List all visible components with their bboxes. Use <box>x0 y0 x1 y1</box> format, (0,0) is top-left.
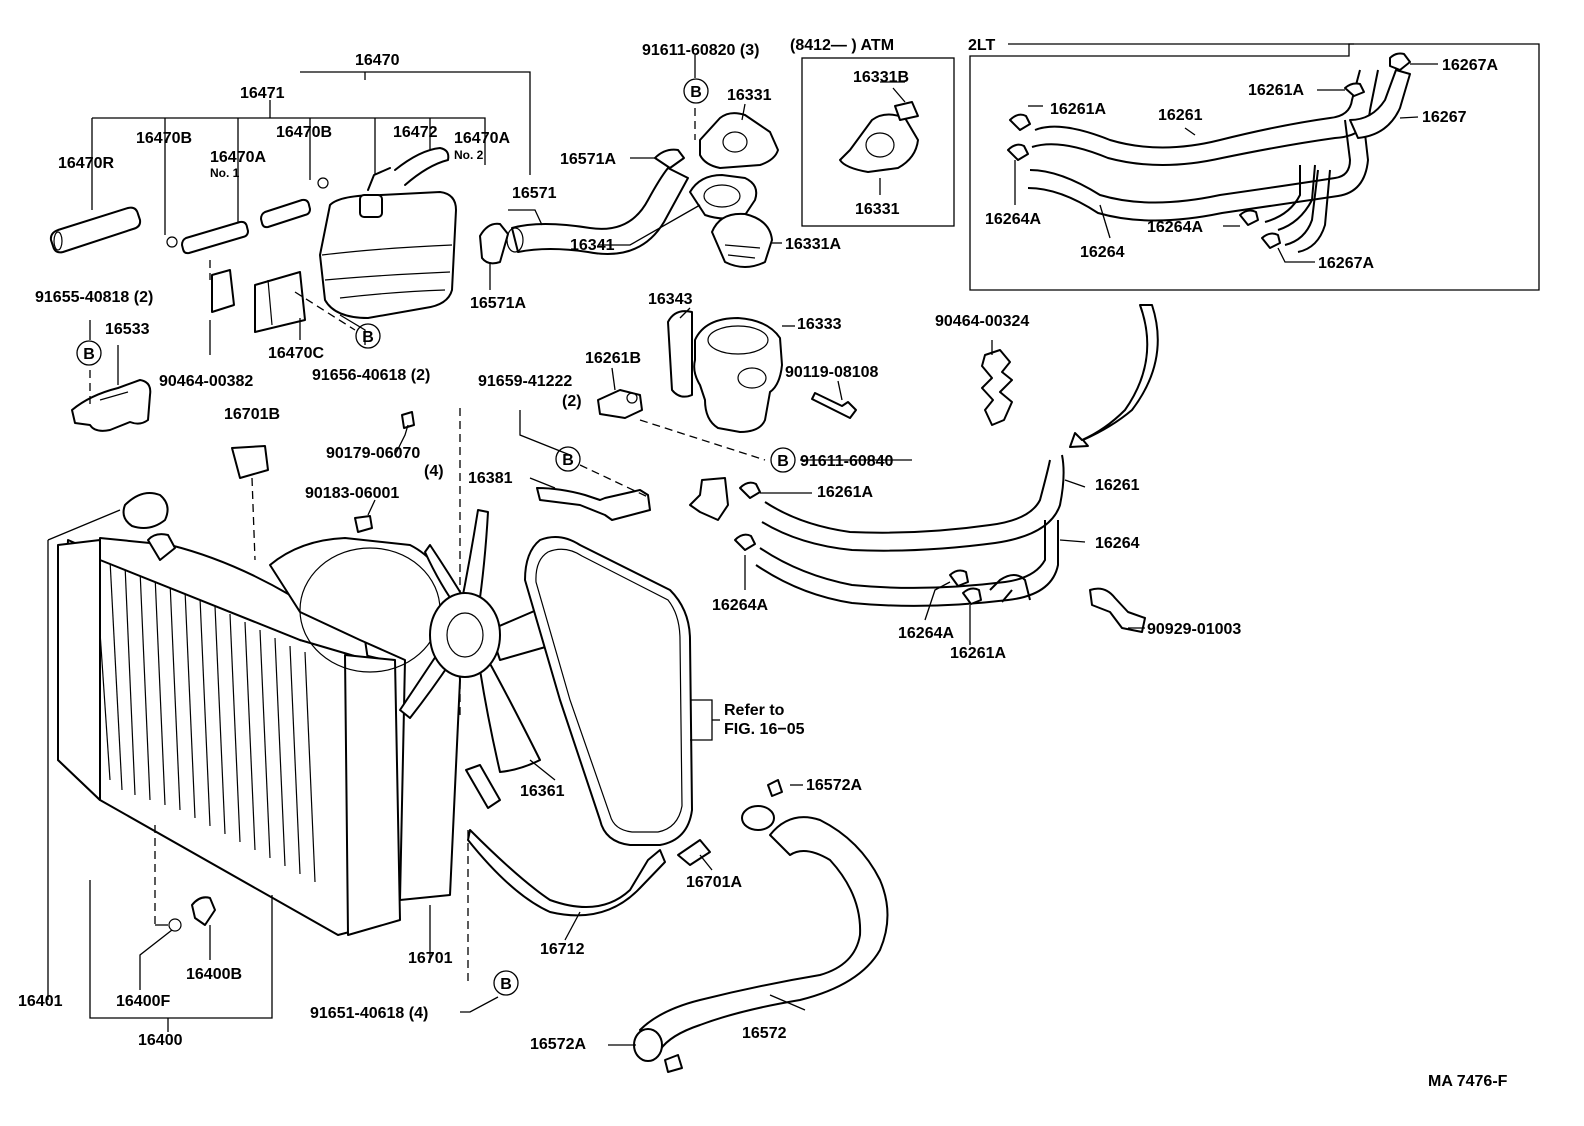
label-16571: 16571 <box>512 185 557 202</box>
label-16533: 16533 <box>105 321 150 338</box>
label-16470R: 16470R <box>58 155 114 172</box>
label-no2: No. 2 <box>454 148 484 162</box>
radiator-assembly <box>57 408 469 985</box>
label-16361: 16361 <box>520 783 565 800</box>
label-16400: 16400 <box>138 1032 183 1049</box>
heater-hoses-main <box>689 454 1146 633</box>
label-16571A-2: 16571A <box>470 295 526 312</box>
label-16331: 16331 <box>727 87 772 104</box>
direction-arrow <box>1069 304 1159 448</box>
label-16267: 16267 <box>1422 109 1467 126</box>
label-2lt: 2LT <box>968 37 995 54</box>
label-90929-01003: 90929-01003 <box>1147 621 1241 638</box>
label-qty-2: (2) <box>562 393 582 410</box>
label-16471: 16471 <box>240 85 285 102</box>
label-16261B: 16261B <box>585 350 641 367</box>
bracket-16533 <box>71 320 152 432</box>
label-16701B: 16701B <box>224 406 280 423</box>
label-91659-41222: 91659-41222 <box>478 373 572 390</box>
svg-text:B: B <box>500 976 512 993</box>
label-90179-06070: 90179-06070 <box>326 445 420 462</box>
label-refer-2: FIG. 16−05 <box>724 721 805 738</box>
label-16343: 16343 <box>648 291 693 308</box>
label-16261A-i1: 16261A <box>1248 82 1304 99</box>
callout-b-3: B <box>683 78 709 104</box>
label-16701A: 16701A <box>686 874 742 891</box>
label-16261A-m2: 16261A <box>950 645 1006 662</box>
leader-lines <box>47 63 1438 1046</box>
label-atm-header: (8412— ) ATM <box>790 37 894 54</box>
callout-b-1: B <box>76 340 102 366</box>
label-16470: 16470 <box>355 52 400 69</box>
svg-text:B: B <box>362 329 374 346</box>
label-16472: 16472 <box>393 124 438 141</box>
label-16264A-m1: 16264A <box>712 597 768 614</box>
label-16331A: 16331A <box>785 236 841 253</box>
label-16701: 16701 <box>408 950 453 967</box>
label-16261-inset: 16261 <box>1158 107 1203 124</box>
label-16267A-2: 16267A <box>1318 255 1374 272</box>
svg-text:B: B <box>690 84 702 101</box>
label-16470A-1: 16470A <box>210 149 266 166</box>
label-16381: 16381 <box>468 470 513 487</box>
label-no1: No. 1 <box>210 166 240 180</box>
label-16261A-m: 16261A <box>817 484 873 501</box>
label-90464-00324: 90464-00324 <box>935 313 1029 330</box>
label-16264A-i2: 16264A <box>1147 219 1203 236</box>
callout-b-6: B <box>493 970 519 996</box>
label-16341: 16341 <box>570 237 615 254</box>
label-91656-40618: 91656-40618 (2) <box>312 367 430 384</box>
label-16572: 16572 <box>742 1025 787 1042</box>
label-90119-08108: 90119-08108 <box>785 364 879 381</box>
svg-text:B: B <box>83 346 95 363</box>
label-16264-main: 16264 <box>1095 535 1140 552</box>
label-16712: 16712 <box>540 941 585 958</box>
label-16261A-i2: 16261A <box>1050 101 1106 118</box>
svg-text:B: B <box>562 452 574 469</box>
label-91611-60820: 91611-60820 (3) <box>642 42 759 59</box>
fan-assembly <box>399 509 720 917</box>
label-diagram-code: MA 7476-F <box>1428 1073 1508 1090</box>
label-91655-40818: 91655-40818 (2) <box>35 289 153 306</box>
thermostat-housing-parts <box>479 55 779 268</box>
label-refer-1: Refer to <box>724 702 785 719</box>
label-16264A-m2: 16264A <box>898 625 954 642</box>
label-16261-main: 16261 <box>1095 477 1140 494</box>
lower-radiator-hose <box>633 779 889 1073</box>
label-16331-inset: 16331 <box>855 201 900 218</box>
label-16400F: 16400F <box>116 993 170 1010</box>
callout-b-4: B <box>555 446 581 472</box>
label-16571A-1: 16571A <box>560 151 616 168</box>
atm-inset <box>801 57 955 227</box>
label-16331B: 16331B <box>853 69 909 86</box>
label-16400B: 16400B <box>186 966 242 983</box>
reservoir-bracket-lines <box>91 71 531 235</box>
label-16470B-1: 16470B <box>136 130 192 147</box>
label-16333: 16333 <box>797 316 842 333</box>
label-16401: 16401 <box>18 993 63 1010</box>
svg-text:B: B <box>777 453 789 470</box>
label-16470C: 16470C <box>268 345 324 362</box>
label-90464-00382: 90464-00382 <box>159 373 253 390</box>
label-16470B-2: 16470B <box>276 124 332 141</box>
callout-b-5: B <box>770 447 796 473</box>
water-pump-parts <box>536 310 1013 521</box>
label-16470A-2: 16470A <box>454 130 510 147</box>
label-90183-06001: 90183-06001 <box>305 485 399 502</box>
label-16267A-1: 16267A <box>1442 57 1498 74</box>
label-16572A-1: 16572A <box>806 777 862 794</box>
2lt-inset <box>969 43 1540 291</box>
label-qty-4: (4) <box>424 463 444 480</box>
label-91611-60840: 91611-60840 <box>800 453 894 470</box>
callout-b-2: B <box>355 323 381 349</box>
part-labels: 16470 16471 16470B 16470B 16472 16470A N… <box>18 37 1508 1090</box>
label-16264-inset: 16264 <box>1080 244 1125 261</box>
reservoir-hose-parts <box>49 147 457 333</box>
label-91651-40618: 91651-40618 (4) <box>310 1005 428 1022</box>
label-16264A-i1: 16264A <box>985 211 1041 228</box>
label-16572A-2: 16572A <box>530 1036 586 1053</box>
